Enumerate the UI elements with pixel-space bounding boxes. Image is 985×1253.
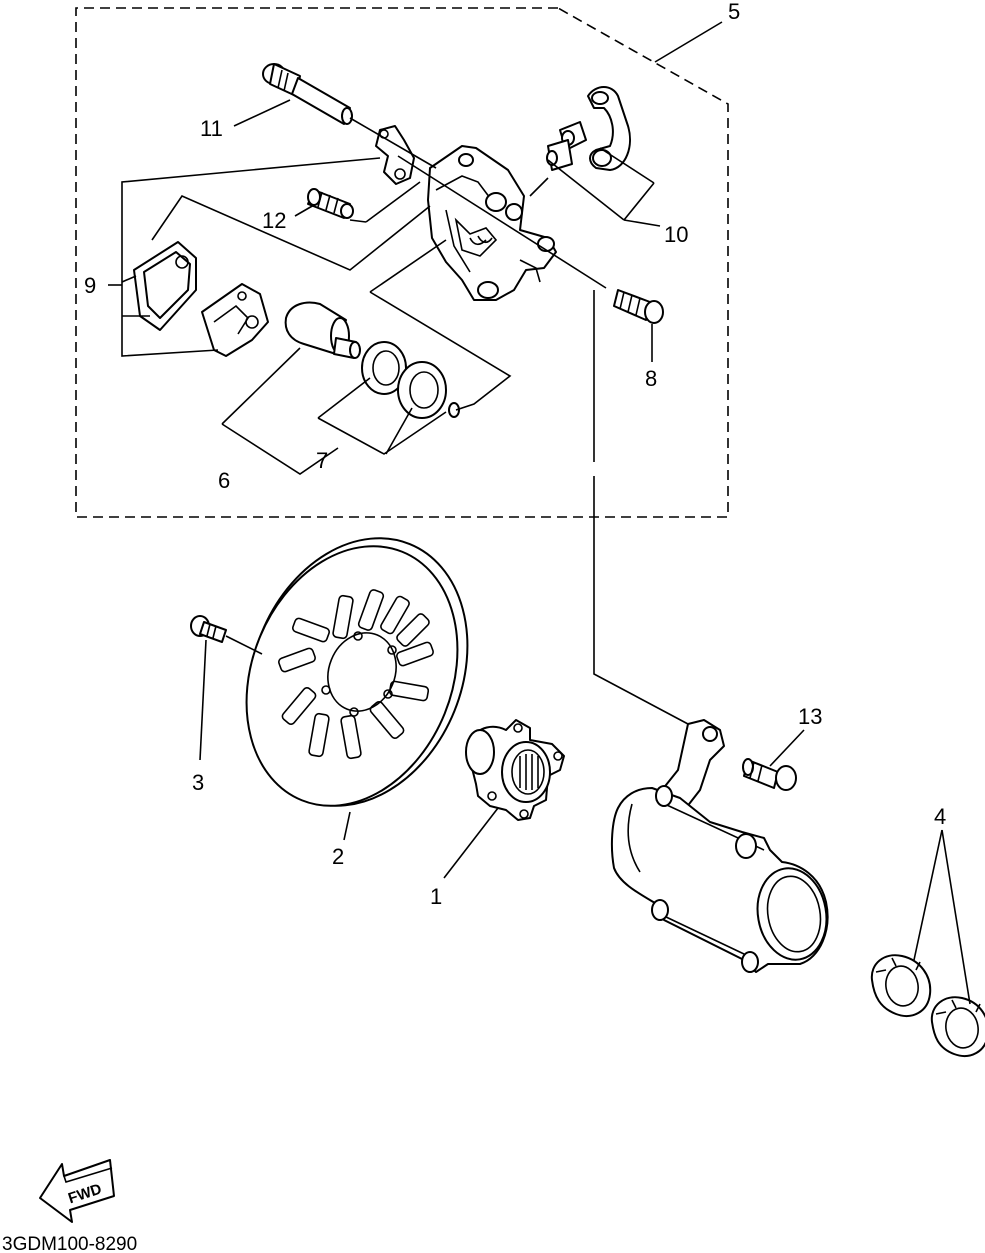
part-1-disc-hub [465, 719, 565, 821]
callout-6: 6 [218, 468, 230, 493]
callout-9: 9 [84, 273, 96, 298]
disc-vent-slots [278, 589, 434, 760]
callout-5: 5 [728, 0, 740, 24]
part-7-piston-seals [361, 341, 460, 419]
leader-lines-lower [199, 635, 971, 1005]
caliper-assembly-boundary [75, 7, 729, 518]
part-12-bleed-screw [307, 188, 354, 219]
caliper-body [427, 145, 557, 301]
callout-8: 8 [645, 366, 657, 391]
part-10-hose-fitting [546, 86, 631, 171]
axle-housing [610, 719, 829, 973]
callout-1: 1 [430, 884, 442, 909]
pad-clip [375, 125, 415, 185]
part-13-bolt [742, 758, 797, 791]
callout-12: 12 [262, 208, 286, 233]
callout-3: 3 [192, 770, 204, 795]
part-6-piston [284, 301, 361, 359]
forward-arrow: FWD [39, 1159, 115, 1223]
part-9-brake-pads [133, 241, 269, 357]
part-11-slide-pin [262, 63, 353, 125]
callout-4: 4 [934, 804, 946, 829]
callout-7: 7 [316, 448, 328, 473]
callout-11: 11 [200, 116, 223, 141]
callout-10: 10 [664, 222, 688, 247]
callout-13: 13 [798, 704, 822, 729]
callout-2: 2 [332, 844, 344, 869]
part-4-locknuts [870, 954, 985, 1057]
diagram-code: 3GDM100-8290 [2, 1234, 137, 1253]
part-3-disc-bolt [190, 615, 227, 643]
leader-lines-caliper [108, 21, 723, 725]
part-2-brake-disc [245, 537, 469, 807]
part-8-bolt [613, 289, 664, 324]
